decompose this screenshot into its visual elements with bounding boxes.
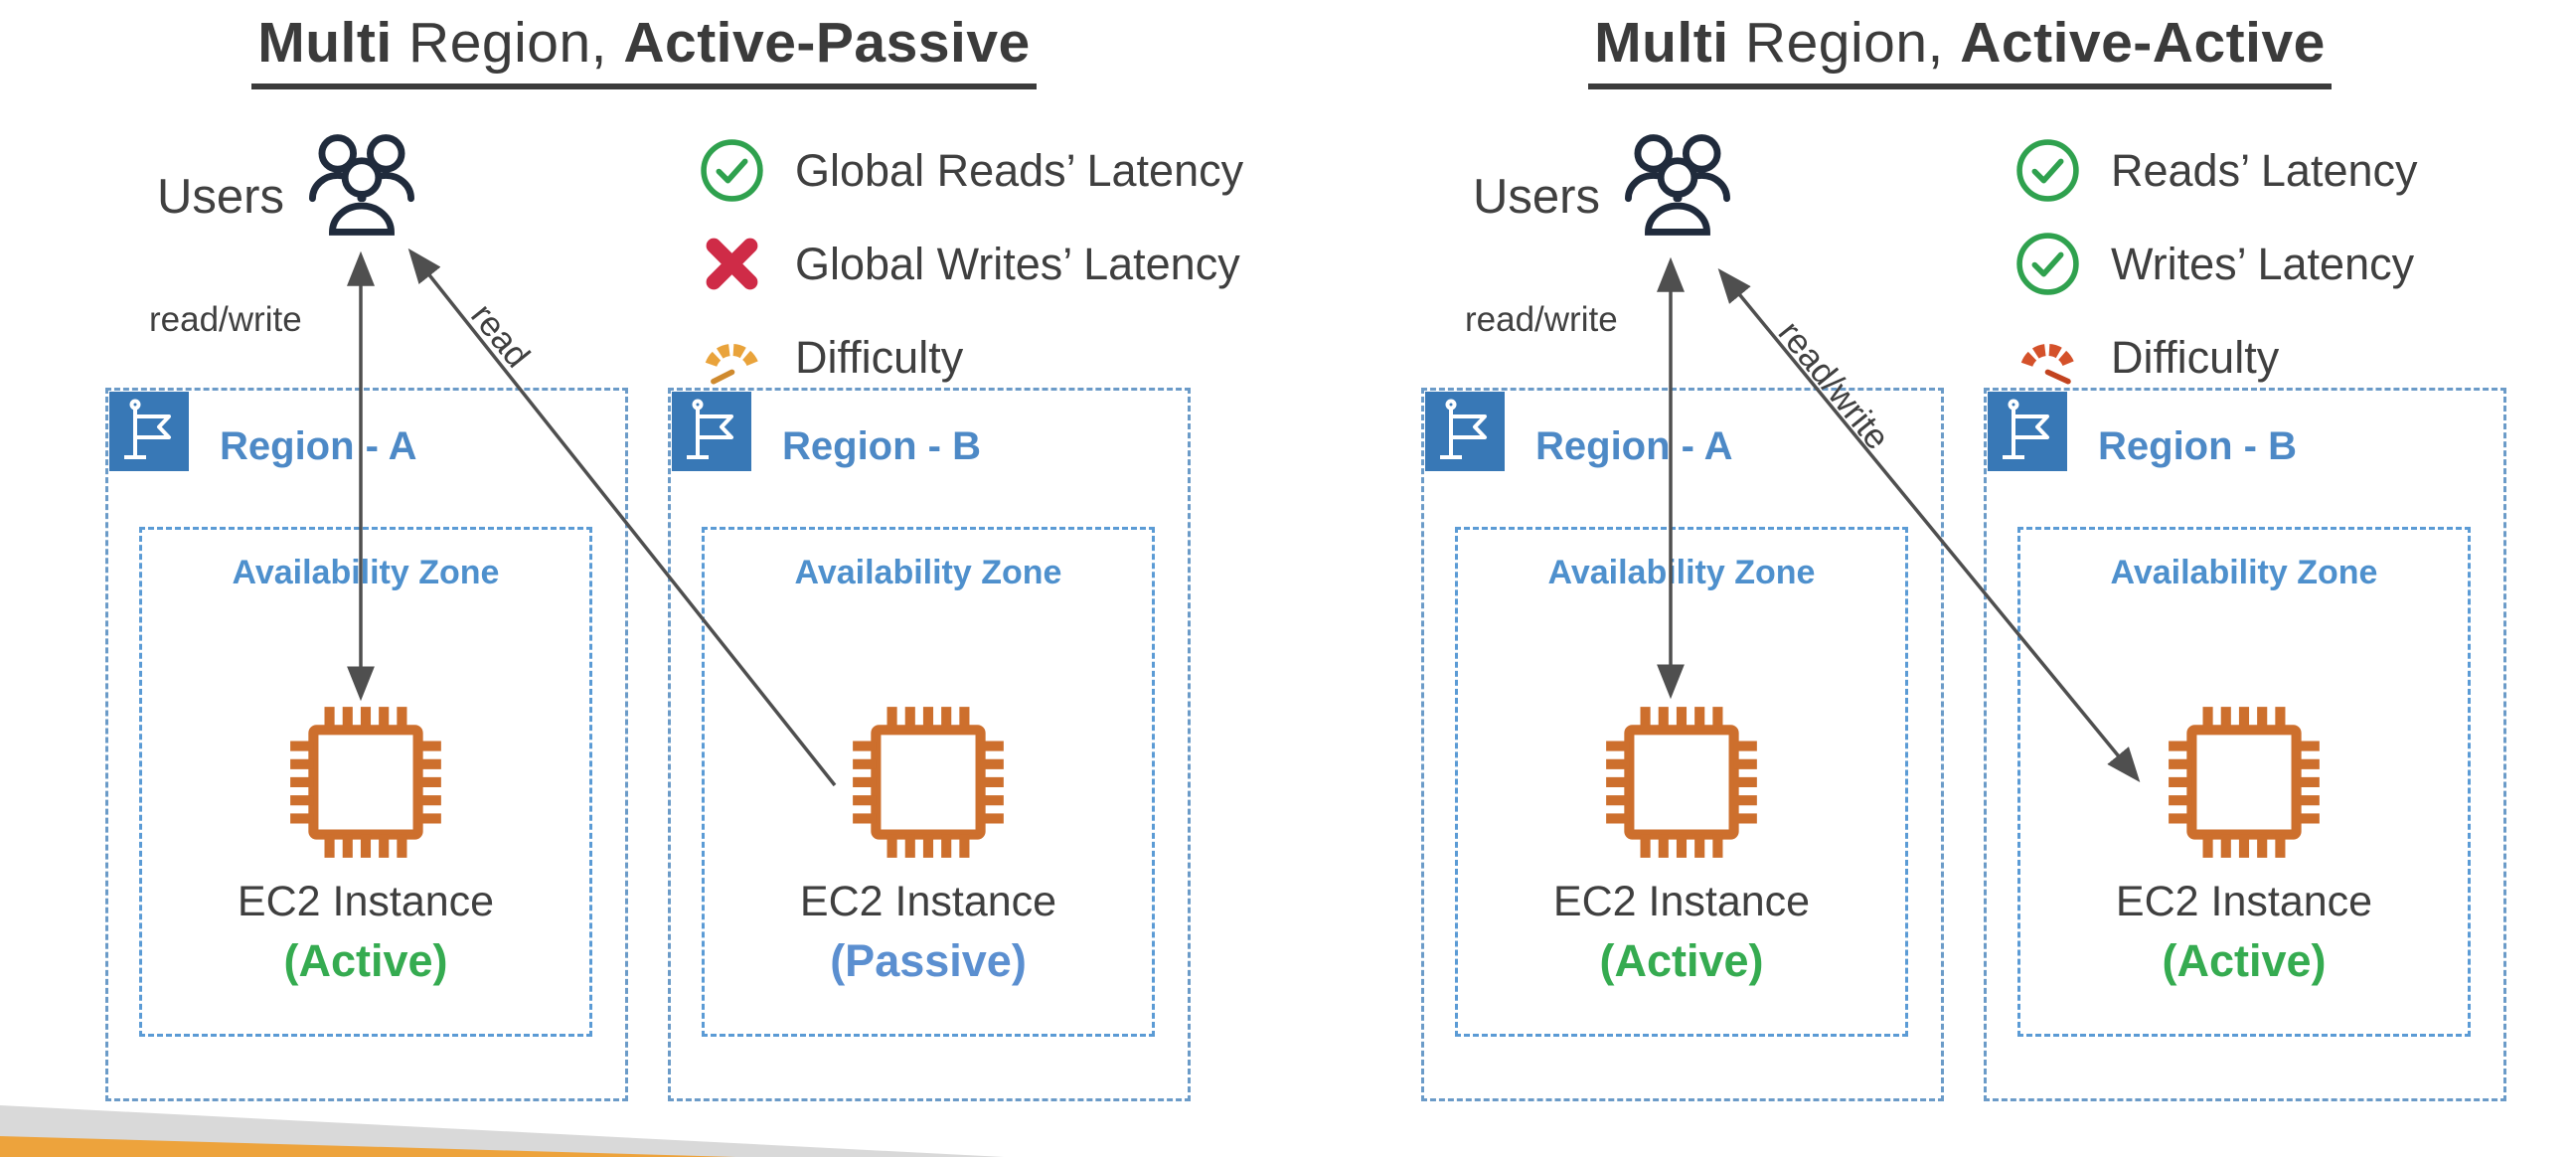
instance-state-label: (Passive) [830,935,1027,986]
diagram-active-active: Multi Region, Active-Active Users read/w… [1316,0,2576,1157]
legend-row-reads: Reads’ Latency [2014,135,2418,206]
availability-zone-label: Availability Zone [794,554,1062,591]
read-write-arrow-label: read/write [149,300,302,339]
slide-footer-wedges [0,1105,1004,1157]
legend-row-difficulty: Difficulty [2014,322,2418,393]
panel-title: Multi Region, Active-Active [1316,10,2576,89]
legend-row-reads: Global Reads’ Latency [699,135,1243,206]
region-name: Region - A [1535,424,1733,468]
orange-wedge [0,1136,735,1157]
legend-label: Difficulty [795,331,964,383]
region-flag-icon [1425,392,1505,471]
legend-row-difficulty: Difficulty [699,322,1243,393]
ec2-instance-icon [280,699,451,864]
availability-zone-label: Availability Zone [1547,554,1816,591]
users-label: Users [1473,170,1600,224]
legend-label: Writes’ Latency [2111,238,2415,289]
region-name: Region - B [2098,424,2297,468]
legend-row-writes: Global Writes’ Latency [699,229,1243,299]
availability-zone-box: Availability Zone EC2 Instance (Active) [139,527,592,1037]
check-circle-icon [2014,231,2081,297]
region-a-box: Region - A Availability Zone EC2 Instanc… [105,388,628,1101]
instance-state-label: (Active) [1599,935,1764,986]
ec2-instance-icon [843,699,1014,864]
check-circle-icon [699,137,765,204]
title-middle: Region, [1728,11,1961,75]
ec2-instance-label: EC2 Instance [2115,878,2373,925]
ec2-instance-label: EC2 Instance [237,878,495,925]
region-flag-icon [109,392,189,471]
diagram-active-passive: Multi Region, Active-Passive Users read/… [0,10,1288,1101]
legend-label: Global Reads’ Latency [795,144,1244,196]
panel-title-text: Multi Region, Active-Passive [251,10,1037,89]
availability-zone-box: Availability Zone EC2 Instance (Passive) [702,527,1155,1037]
region-name: Region - A [220,424,417,468]
instance-state-label: (Active) [2162,935,2327,986]
gauge-high-icon [2014,324,2081,391]
availability-zone-label: Availability Zone [2110,554,2378,591]
legend: Reads’ Latency Writes’ Latency Diffic [2014,135,2418,393]
panel-title: Multi Region, Active-Passive [0,10,1288,89]
legend-label: Global Writes’ Latency [795,238,1240,289]
x-mark-icon [699,231,765,297]
title-bold-lead: Multi [1594,11,1729,75]
instance-state-label: (Active) [283,935,448,986]
legend-label: Difficulty [2111,331,2280,383]
read-write-arrow-label: read/write [1465,300,1618,339]
users-icon [304,127,419,248]
availability-zone-box: Availability Zone EC2 Instance (Active) [2017,527,2471,1037]
region-a-box: Region - A Availability Zone EC2 Instanc… [1421,388,1944,1101]
title-middle: Region, [392,11,624,75]
region-flag-icon [672,392,751,471]
title-bold-tail: Active-Passive [623,11,1031,75]
region-b-box: Region - B Availability Zone EC2 Instanc… [668,388,1191,1101]
ec2-instance-icon [2159,699,2330,864]
ec2-instance-icon [1596,699,1767,864]
check-circle-icon [2014,137,2081,204]
ec2-instance-label: EC2 Instance [1552,878,1811,925]
legend: Global Reads’ Latency Global Writes’ Lat… [699,135,1243,393]
region-b-box: Region - B Availability Zone EC2 Instanc… [1984,388,2506,1101]
gauge-medium-icon [699,324,765,391]
panel-title-text: Multi Region, Active-Active [1588,10,2332,89]
title-bold-tail: Active-Active [1960,11,2326,75]
ec2-instance-label: EC2 Instance [799,878,1057,925]
region-name: Region - B [782,424,981,468]
legend-label: Reads’ Latency [2111,144,2418,196]
title-bold-lead: Multi [257,11,393,75]
legend-row-writes: Writes’ Latency [2014,229,2418,299]
availability-zone-label: Availability Zone [232,554,500,591]
region-flag-icon [1988,392,2067,471]
users-label: Users [157,170,284,224]
users-icon [1620,127,1735,248]
availability-zone-box: Availability Zone EC2 Instance (Active) [1455,527,1908,1037]
